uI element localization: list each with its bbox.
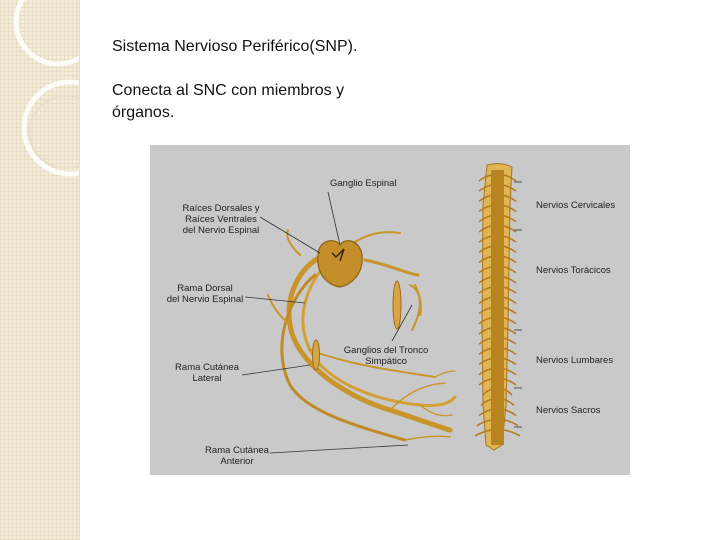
column-nerve — [478, 276, 492, 284]
column-nerve — [503, 225, 517, 233]
body-line-1: Conecta al SNC con miembros y — [112, 82, 345, 99]
column-nerve — [478, 266, 492, 274]
label-lumbares: Nervios Lumbares — [536, 355, 614, 366]
column-nerve — [478, 235, 492, 243]
column-nerve — [503, 347, 517, 355]
column-nerve — [503, 378, 517, 386]
label-sacros: Nervios Sacros — [536, 405, 601, 416]
label-raices-line-1: Raíces Dorsales y — [182, 203, 260, 214]
column-nerve — [503, 174, 517, 182]
label-raices-line-3: del Nervio Espinal — [182, 225, 260, 236]
decorative-side-band — [0, 0, 80, 540]
nervous-system-figure: Ganglio Espinal Raíces Dorsales y Raíces… — [150, 145, 630, 475]
column-nerve — [478, 215, 492, 223]
column-nerve — [503, 357, 517, 366]
column-nerve — [503, 317, 517, 325]
column-nerve — [474, 429, 492, 437]
column-nerve — [478, 296, 492, 304]
column-nerve — [478, 306, 492, 315]
column-nerve — [478, 357, 492, 366]
column-nerve — [503, 184, 517, 192]
column-nerve — [478, 204, 492, 213]
column-nerve — [478, 286, 492, 294]
column-nerve — [503, 215, 517, 223]
column-nerve — [478, 337, 492, 345]
column-nerve — [478, 317, 492, 325]
column-nerve — [482, 388, 492, 396]
column-nerve — [478, 255, 492, 264]
column-nerve — [478, 194, 492, 202]
column-nerve — [503, 286, 517, 294]
decorative-circles — [13, 0, 79, 177]
slide-title: Sistema Nervioso Periférico(SNP). — [112, 38, 358, 55]
column-nerve — [503, 368, 517, 376]
cord-cross-section — [312, 240, 402, 371]
column-nerve — [476, 419, 492, 427]
column-nerve-branches — [474, 174, 521, 437]
label-rama-anterior-line-1: Rama Cutánea — [205, 445, 269, 456]
body-line-2: órganos. — [112, 104, 175, 121]
figure-illustration — [241, 163, 522, 454]
label-ganglio-espinal: Ganglio Espinal — [330, 178, 397, 189]
label-rama-anterior-line-2: Anterior — [220, 456, 254, 467]
label-rama-dorsal: Rama Dorsal del Nervio Espinal — [164, 283, 246, 305]
column-nerve — [503, 429, 521, 437]
label-ganglios-tronco: Ganglios del Tronco Simpático — [338, 345, 434, 367]
column-nerve — [503, 408, 517, 417]
column-nerve — [478, 408, 492, 417]
column-nerve — [503, 276, 517, 284]
column-nerve — [478, 184, 492, 192]
column-nerve — [503, 419, 519, 427]
column-nerve — [503, 255, 517, 264]
label-rama-lateral: Rama Cutánea Lateral — [172, 362, 242, 384]
column-nerve — [478, 225, 492, 233]
column-nerve — [503, 398, 515, 406]
column-nerve — [478, 368, 492, 376]
column-nerve — [478, 327, 492, 335]
column-nerve — [503, 327, 517, 335]
leader-lines — [241, 191, 413, 454]
column-nerve — [503, 337, 517, 345]
label-rama-anterior: Rama Cutánea Anterior — [202, 445, 272, 467]
label-rama-lateral-line-1: Rama Cutánea — [175, 362, 239, 373]
column-nerve — [503, 235, 517, 243]
column-leader-lines — [514, 181, 522, 428]
label-rama-dorsal-line-1: Rama Dorsal — [177, 283, 233, 294]
column-nerve — [503, 388, 513, 396]
label-toracicos: Nervios Torácicos — [536, 265, 611, 276]
column-nerve — [503, 204, 517, 213]
column-nerve — [480, 398, 492, 406]
column-nerve — [478, 245, 492, 253]
label-cervicales: Nervios Cervicales — [536, 200, 616, 211]
label-raices-line-2: Raíces Ventrales — [185, 214, 257, 225]
column-nerve — [503, 245, 517, 253]
column-nerve — [503, 194, 517, 202]
label-ganglios-tronco-line-2: Simpático — [365, 356, 407, 367]
label-rama-lateral-line-2: Lateral — [192, 373, 222, 384]
column-nerve — [478, 174, 492, 182]
label-raices: Raíces Dorsales y Raíces Ventrales del N… — [176, 203, 266, 236]
column-nerve — [478, 378, 492, 386]
label-rama-dorsal-line-2: del Nervio Espinal — [166, 294, 244, 305]
label-ganglios-tronco-line-1: Ganglios del Tronco — [343, 345, 429, 356]
column-nerve — [503, 266, 517, 274]
column-nerve — [478, 347, 492, 355]
column-nerve — [503, 296, 517, 304]
column-nerve — [503, 306, 517, 315]
slide-body: Conecta al SNC con miembros y órganos. — [112, 80, 402, 124]
